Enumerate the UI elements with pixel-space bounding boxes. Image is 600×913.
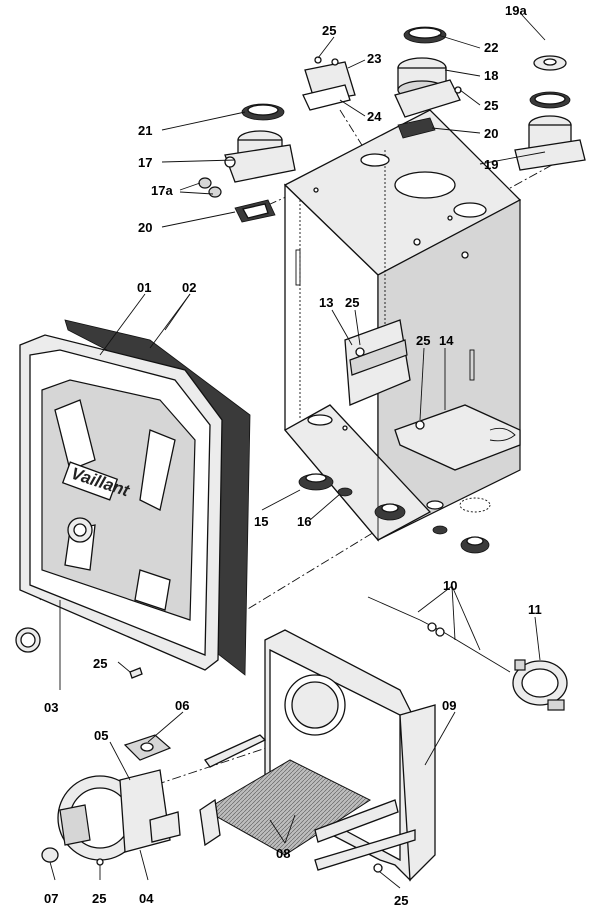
label-24: 24 <box>367 109 382 124</box>
label-25-e: 25 <box>93 656 107 671</box>
label-07: 07 <box>44 891 58 906</box>
label-14: 14 <box>439 333 454 348</box>
label-01: 01 <box>137 280 151 295</box>
bracket-13 <box>344 319 411 406</box>
part-labels: 19a 22 18 19 25 23 24 25 20 21 17 17a 20… <box>44 3 542 908</box>
label-04: 04 <box>139 891 154 906</box>
knob-07 <box>41 847 59 863</box>
label-25-g: 25 <box>394 893 408 908</box>
knob-03 <box>15 627 41 653</box>
label-16: 16 <box>297 514 311 529</box>
flue-adaptor-17 <box>198 103 296 223</box>
label-02: 02 <box>182 280 196 295</box>
label-10: 10 <box>443 578 457 593</box>
bracket-14 <box>394 404 521 471</box>
label-15: 15 <box>254 514 268 529</box>
label-20-top: 20 <box>484 126 498 141</box>
fan-05 <box>57 769 181 861</box>
electrodes-10 <box>367 596 511 673</box>
leader-lines <box>49 14 546 889</box>
screw-25-left <box>129 667 143 679</box>
label-03: 03 <box>44 700 58 715</box>
front-cover-01 <box>19 319 251 676</box>
label-11: 11 <box>528 602 542 617</box>
label-20-mid: 20 <box>138 220 152 235</box>
label-25-f: 25 <box>92 891 106 906</box>
combustion-chamber-09 <box>199 629 436 882</box>
label-19: 19 <box>484 157 498 172</box>
label-06: 06 <box>175 698 189 713</box>
label-25-d: 25 <box>416 333 430 348</box>
label-17: 17 <box>138 155 152 170</box>
label-25-b: 25 <box>484 98 498 113</box>
label-17a: 17a <box>151 183 173 198</box>
pressure-switch-11 <box>512 659 568 711</box>
label-08: 08 <box>276 846 290 861</box>
label-18: 18 <box>484 68 498 83</box>
label-13: 13 <box>319 295 333 310</box>
label-21: 21 <box>138 123 152 138</box>
gasket-06 <box>123 734 172 761</box>
label-25-top: 25 <box>322 23 336 38</box>
grommets <box>298 473 490 554</box>
label-19a: 19a <box>505 3 527 18</box>
flue-parts-top <box>302 26 586 171</box>
label-25-c: 25 <box>345 295 359 310</box>
label-05: 05 <box>94 728 108 743</box>
label-09: 09 <box>442 698 456 713</box>
label-22: 22 <box>484 40 498 55</box>
label-23: 23 <box>367 51 381 66</box>
